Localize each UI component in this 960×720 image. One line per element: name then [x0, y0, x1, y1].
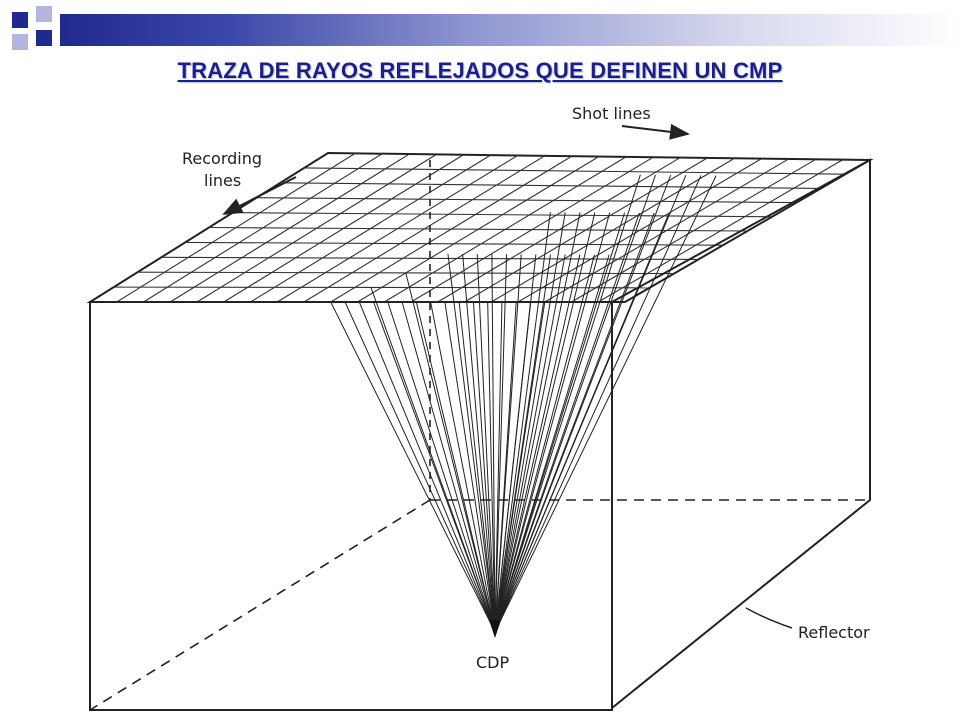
surface-grid [113, 152, 846, 303]
hidden-edge-left-bottom [89, 499, 431, 711]
ray-line [405, 272, 496, 633]
reflector-label: Reflector [798, 623, 870, 642]
ray-line [494, 254, 508, 633]
ray-line [494, 175, 702, 633]
ray-line [494, 174, 656, 633]
header-square-light-1 [36, 6, 52, 22]
ray-line [494, 174, 672, 633]
ray-line [476, 254, 496, 633]
reflected-rays [330, 174, 717, 633]
ray-line [415, 301, 496, 633]
shot-lines-label: Shot lines [572, 104, 651, 123]
ray-line [494, 212, 566, 633]
slide-title: TRAZA DE RAYOS REFLEJADOS QUE DEFINEN UN… [177, 58, 783, 83]
ray-line [494, 212, 581, 633]
ray-line [494, 212, 626, 633]
ray-line [447, 253, 496, 633]
ray-line [330, 301, 496, 633]
ray-line [494, 212, 596, 633]
ray-line [494, 254, 537, 633]
grid-line [304, 167, 846, 175]
recording-lines-label-1: Recording [182, 149, 262, 168]
ray-line [387, 301, 496, 633]
ray-line [401, 301, 496, 633]
header-square-light-2 [12, 34, 28, 50]
ray-line [494, 212, 551, 633]
ray-line [370, 287, 496, 633]
cdp-label: CDP [476, 653, 509, 672]
right-face [611, 158, 871, 711]
ray-line [494, 175, 717, 633]
grid-line [185, 241, 724, 246]
grid-line [208, 226, 748, 232]
ray-line [494, 254, 522, 633]
header-gradient-bar [60, 14, 960, 46]
ray-line [494, 301, 503, 633]
ray-line [344, 301, 496, 633]
ray-line [491, 254, 496, 633]
ray-line [494, 175, 687, 633]
cdp-point [489, 620, 501, 638]
grid-line [161, 256, 699, 260]
ray-line [494, 212, 611, 633]
header-square-dark-2 [36, 30, 52, 46]
header-square-dark-1 [12, 12, 28, 28]
grid-line [280, 182, 822, 189]
ray-line [494, 254, 566, 633]
shot-lines-arrow [621, 123, 690, 140]
recording-lines-label-2: lines [204, 171, 241, 190]
ray-line [430, 301, 496, 633]
ray-line [458, 301, 496, 633]
ray-line [487, 301, 496, 633]
ray-line [472, 301, 496, 633]
grid-line [113, 286, 650, 289]
ray-line [462, 254, 496, 633]
recording-lines-arrow [222, 176, 297, 215]
ray-line [494, 174, 641, 633]
ray-line [358, 301, 496, 633]
reflector-leader [745, 607, 793, 629]
ray-line [444, 301, 496, 633]
ray-line [494, 254, 581, 633]
ray-line [494, 254, 552, 633]
ray-line [494, 254, 595, 633]
grid-line [256, 197, 797, 204]
